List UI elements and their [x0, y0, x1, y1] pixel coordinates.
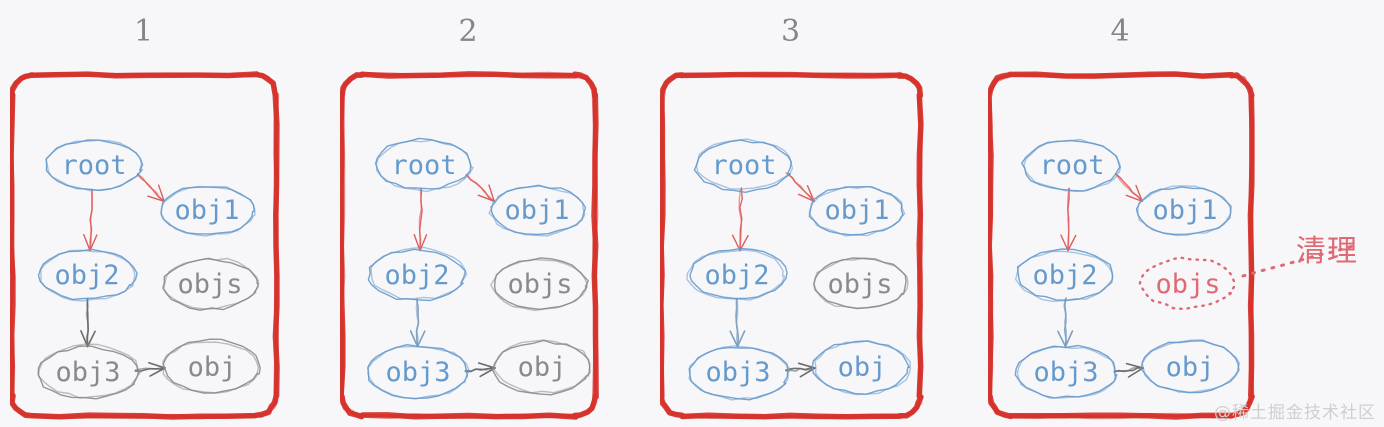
node-obj3[interactable]: obj3	[688, 345, 790, 401]
edge-obj3-to-obj	[785, 362, 816, 378]
edge-root-to-obj1	[465, 173, 495, 202]
node-obj[interactable]: obj	[162, 338, 261, 394]
node-label: obj3	[385, 357, 450, 388]
node-obj2[interactable]: obj2	[686, 247, 788, 301]
node-root[interactable]: root	[1021, 138, 1122, 193]
edge-root-to-obj1	[136, 173, 165, 202]
node-obj3[interactable]: obj3	[1014, 344, 1118, 399]
panel-title: 1	[133, 14, 155, 49]
node-obj3[interactable]: obj3	[367, 344, 470, 400]
node-obj1[interactable]: obj1	[808, 185, 906, 237]
node-label: obj3	[705, 357, 770, 388]
gc-panel-2: 2 root obj1 obj2 objs obj3 obj	[340, 0, 599, 427]
panel-graph: root obj1 obj2 objs obj3 obj	[660, 71, 924, 420]
panel-frame	[988, 71, 1255, 420]
panel-graph: root obj1 obj2 objs obj3 obj	[340, 71, 599, 420]
gc-panel-1: 1 root obj1 obj2 objs obj3 obj	[10, 0, 280, 427]
node-label: obj	[838, 352, 887, 383]
edge-obj3-to-obj	[464, 362, 496, 378]
panel-frame	[340, 71, 599, 420]
panel-title: 2	[458, 14, 479, 49]
panel-frame	[10, 71, 280, 420]
edge-obj3-to-obj	[134, 362, 166, 377]
node-objs[interactable]: objs	[490, 257, 589, 312]
gc-panel-3: 3 root obj1 obj2 objs obj3 obj	[660, 0, 924, 427]
node-objs[interactable]: objs	[162, 257, 260, 311]
node-label: obj	[518, 352, 567, 383]
node-label: objs	[507, 269, 572, 300]
node-obj2[interactable]: obj2	[37, 248, 138, 302]
panel-frame	[660, 71, 924, 420]
node-label: obj	[188, 352, 237, 383]
panel-graph: root obj1 obj2 objs obj3 obj	[10, 71, 280, 420]
panel-title: 4	[1110, 14, 1131, 49]
node-label: obj3	[55, 357, 120, 388]
node-label: root	[391, 150, 456, 181]
node-label: obj2	[1032, 260, 1097, 291]
node-obj[interactable]: obj	[1140, 339, 1241, 394]
edge-obj2-to-obj3	[409, 298, 426, 348]
node-root[interactable]: root	[45, 139, 144, 192]
edge-obj2-to-obj3	[729, 298, 746, 348]
edge-obj2-to-obj3	[80, 297, 96, 348]
node-label: obj1	[174, 195, 239, 226]
edge-root-to-obj2	[731, 187, 749, 252]
node-label: objs	[177, 269, 242, 300]
node-label: obj1	[504, 195, 569, 226]
panel-title: 3	[780, 14, 802, 49]
node-label: obj3	[1033, 357, 1098, 388]
node-label: obj1	[1152, 195, 1217, 226]
edge-root-to-obj1	[785, 172, 815, 202]
node-obj2[interactable]: obj2	[367, 246, 468, 302]
node-label: objs	[827, 269, 892, 300]
cleanup-arrow	[1241, 244, 1355, 278]
node-label: obj1	[824, 195, 889, 226]
edge-root-to-obj2	[413, 187, 428, 252]
node-obj2[interactable]: obj2	[1015, 248, 1114, 302]
edge-root-to-obj2	[1060, 187, 1077, 252]
gc-panel-4: 4 root obj1 obj2 objs obj3 obj	[988, 0, 1355, 427]
node-objs[interactable]: objs	[1138, 256, 1236, 311]
node-obj3[interactable]: obj3	[37, 343, 141, 400]
node-obj[interactable]: obj	[811, 340, 912, 396]
node-label: obj2	[54, 260, 119, 291]
node-obj1[interactable]: obj1	[160, 185, 256, 237]
cleanup-label: 清理	[1296, 234, 1358, 269]
node-label: obj	[1166, 352, 1215, 383]
node-root[interactable]: root	[374, 137, 474, 193]
node-obj1[interactable]: obj1	[488, 184, 587, 237]
node-objs[interactable]: objs	[813, 257, 909, 310]
node-label: obj2	[704, 260, 769, 291]
node-label: objs	[1155, 269, 1220, 300]
node-obj[interactable]: obj	[491, 339, 591, 396]
edge-root-to-obj1	[1114, 172, 1143, 202]
panel-graph: root obj1 obj2 objs obj3 obj	[988, 71, 1355, 420]
edge-obj2-to-obj3	[1057, 297, 1074, 348]
node-label: root	[61, 150, 126, 181]
node-label: root	[1039, 150, 1104, 181]
node-label: root	[711, 150, 776, 181]
edge-obj3-to-obj	[1113, 362, 1144, 378]
node-label: obj2	[384, 260, 449, 291]
node-root[interactable]: root	[693, 138, 794, 193]
edge-root-to-obj2	[83, 188, 98, 252]
watermark: @稀土掘金技术社区	[1214, 403, 1376, 423]
node-obj1[interactable]: obj1	[1135, 185, 1232, 236]
